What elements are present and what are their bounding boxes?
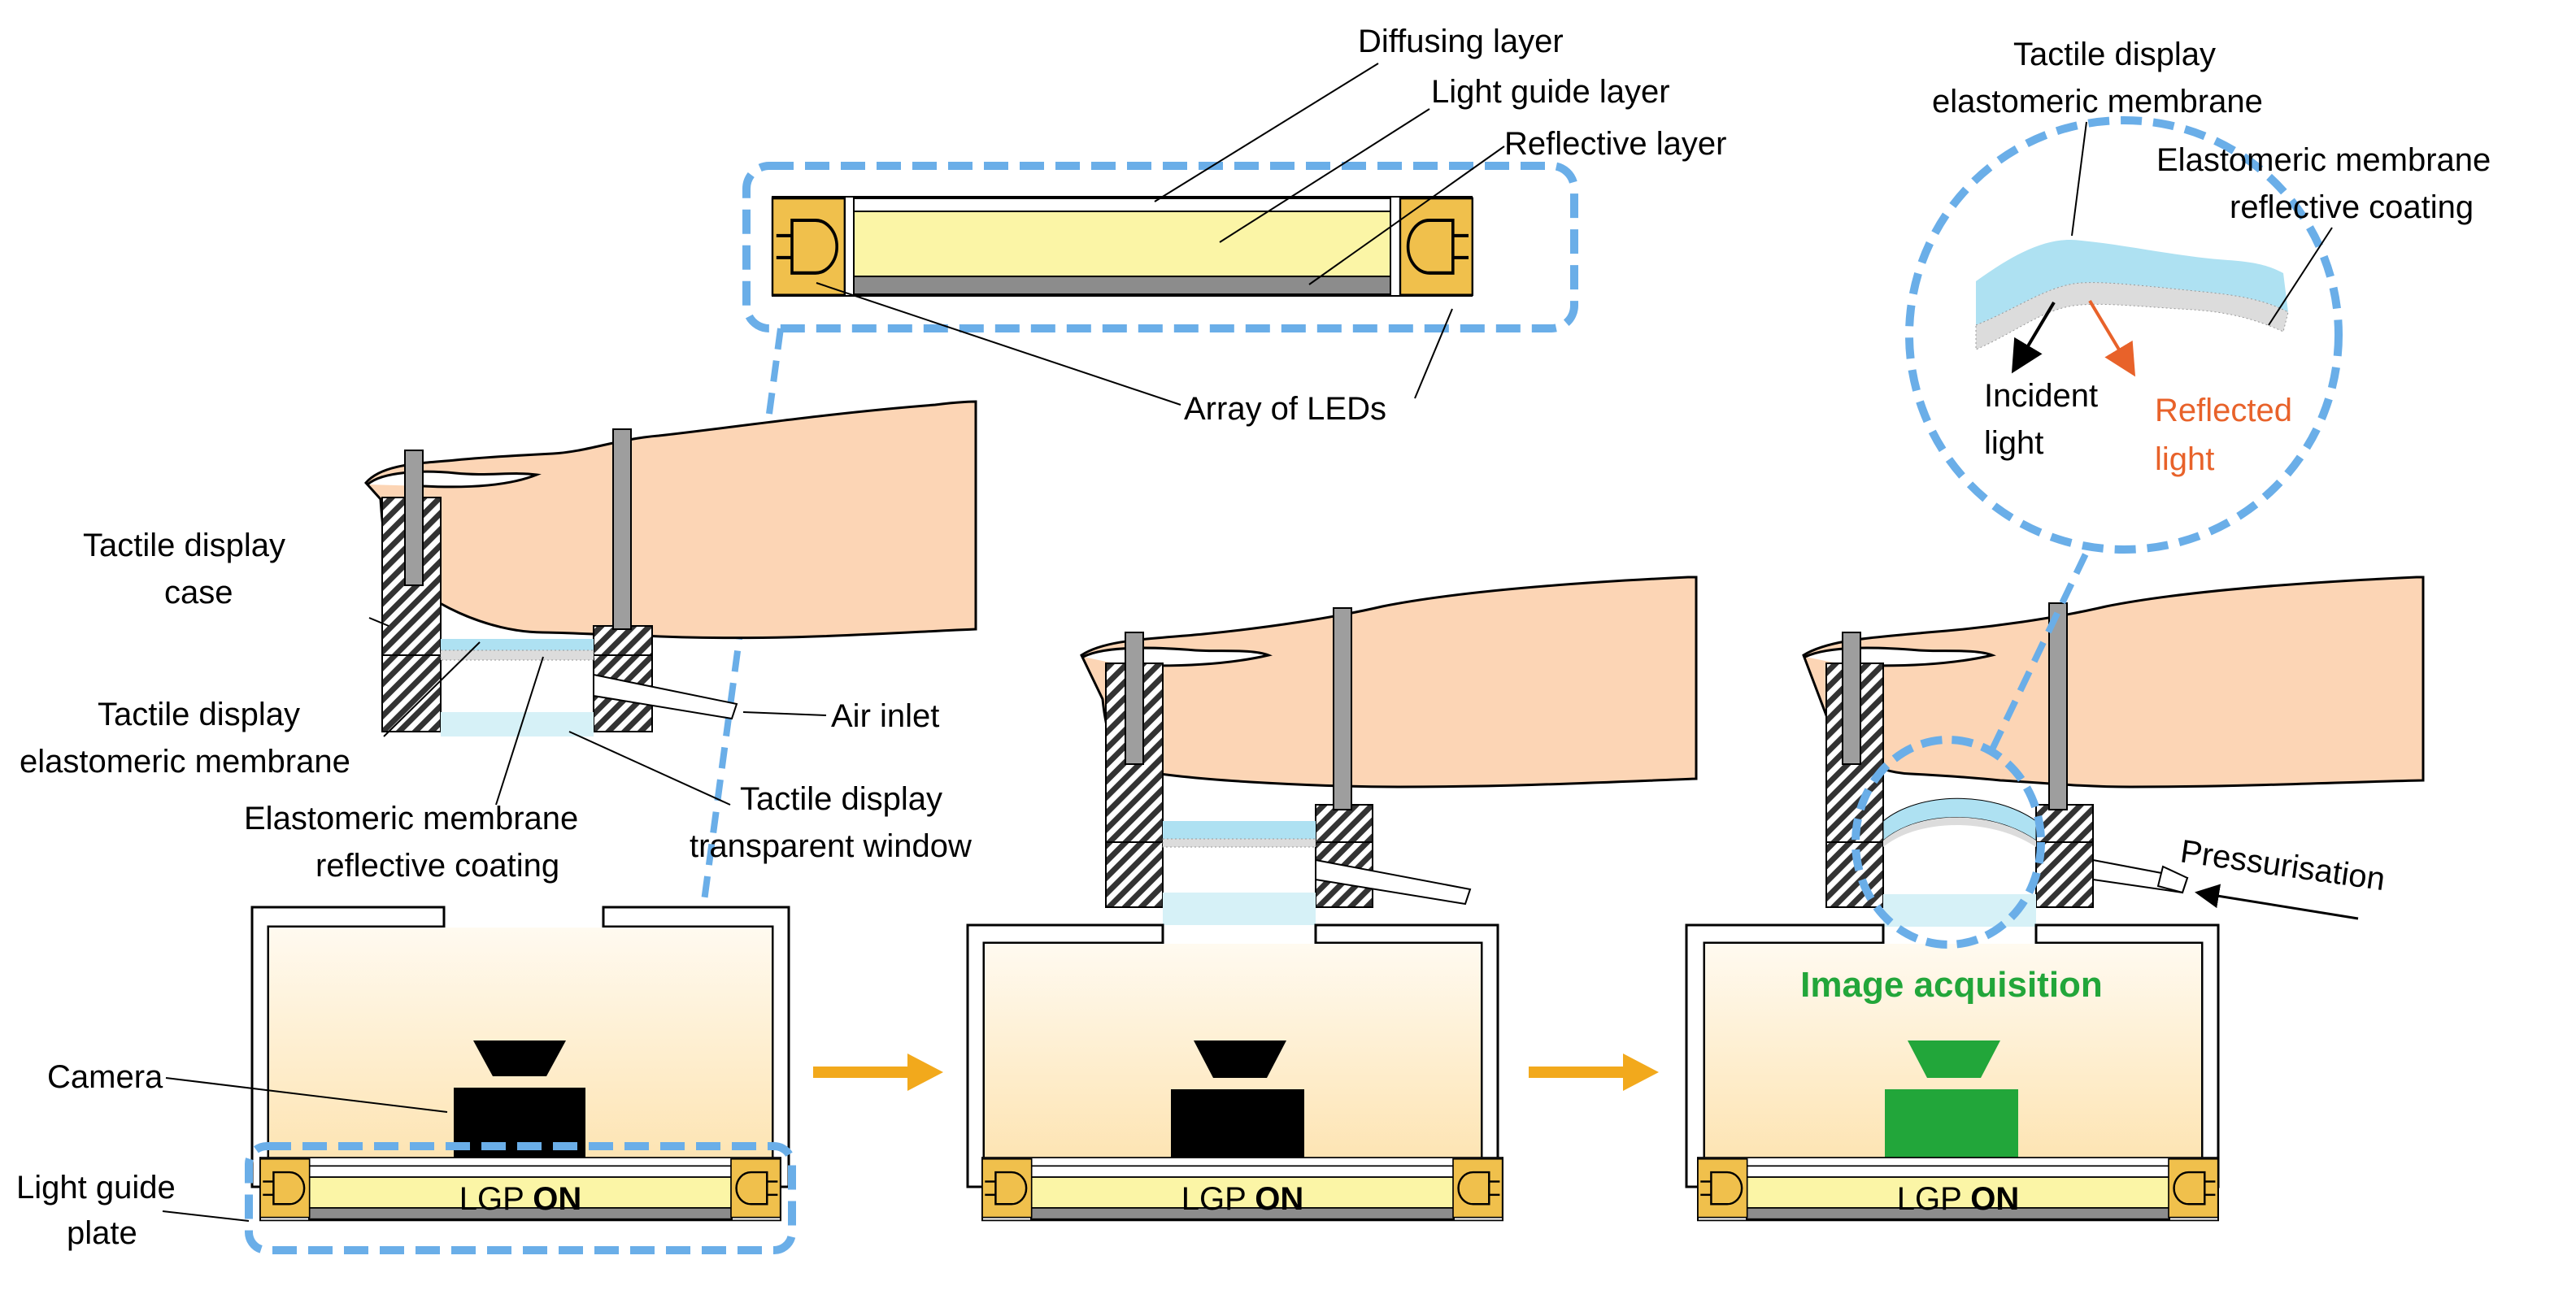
stage-2: LGP ON xyxy=(966,576,1698,1220)
label-zoom-coating-line1: Elastomeric membrane xyxy=(2156,142,2491,178)
label-reflected-line2: light xyxy=(2155,441,2214,477)
lgp-detail xyxy=(742,162,1578,332)
label-array-of-leds: Array of LEDs xyxy=(1184,391,1386,427)
label-diffusing-layer: Diffusing layer xyxy=(1358,24,1564,59)
finger-icon xyxy=(1080,576,1698,789)
lgp-zoom-outline xyxy=(245,1142,796,1254)
label-air-inlet: Air inlet xyxy=(831,698,939,734)
label-camera: Camera xyxy=(47,1059,163,1095)
label-window-line1: Tactile display xyxy=(740,781,942,817)
finger-icon xyxy=(1802,576,2425,789)
label-lgp-line2: plate xyxy=(67,1215,137,1251)
label-zoom-coating-line2: reflective coating xyxy=(2230,189,2474,225)
lgp-stage-3-text: LGP ON xyxy=(1897,1181,2019,1217)
camera-icon xyxy=(1885,1041,2018,1161)
led-icon xyxy=(772,198,845,295)
label-pressurisation: Pressurisation xyxy=(2178,833,2387,897)
label-window-line2: transparent window xyxy=(690,828,972,864)
label-light-guide-layer: Light guide layer xyxy=(1431,74,1670,110)
stage-3: LGP ON Image acquisition xyxy=(1685,576,2425,1220)
label-incident-line1: Incident xyxy=(1984,378,2098,414)
stage-1: LGP ON xyxy=(245,400,977,1254)
label-reflected-line1: Reflected xyxy=(2155,393,2292,428)
lgp-stage-1-text: LGP ON xyxy=(459,1181,581,1217)
label-membrane-line1: Tactile display xyxy=(98,697,300,732)
membrane-detail-outline xyxy=(1905,116,2343,554)
label-coating-line2: reflective coating xyxy=(315,848,559,884)
label-zoom-membrane-line1: Tactile display xyxy=(2013,37,2216,72)
arrow-right-icon xyxy=(813,1054,943,1091)
label-coating-line1: Elastomeric membrane xyxy=(244,801,578,836)
label-zoom-membrane-line2: elastomeric membrane xyxy=(1932,84,2263,119)
image-acquisition-label: Image acquisition xyxy=(1800,965,2103,1005)
membrane-zoom-outline xyxy=(1852,736,2045,949)
label-case-line2: case xyxy=(164,575,233,610)
label-lgp-line1: Light guide xyxy=(16,1170,176,1206)
camera-icon xyxy=(1171,1041,1304,1161)
lgp-detail-zoom-outline xyxy=(742,162,1578,332)
label-case-line1: Tactile display xyxy=(83,528,285,563)
membrane-detail xyxy=(1905,116,2343,554)
label-reflective-layer: Reflective layer xyxy=(1504,126,1726,162)
arrow-right-icon xyxy=(1529,1054,1659,1091)
label-membrane-line2: elastomeric membrane xyxy=(20,744,350,780)
lgp-stage-2-text: LGP ON xyxy=(1181,1181,1303,1217)
finger-icon xyxy=(364,400,977,640)
label-incident-line2: light xyxy=(1984,425,2043,461)
